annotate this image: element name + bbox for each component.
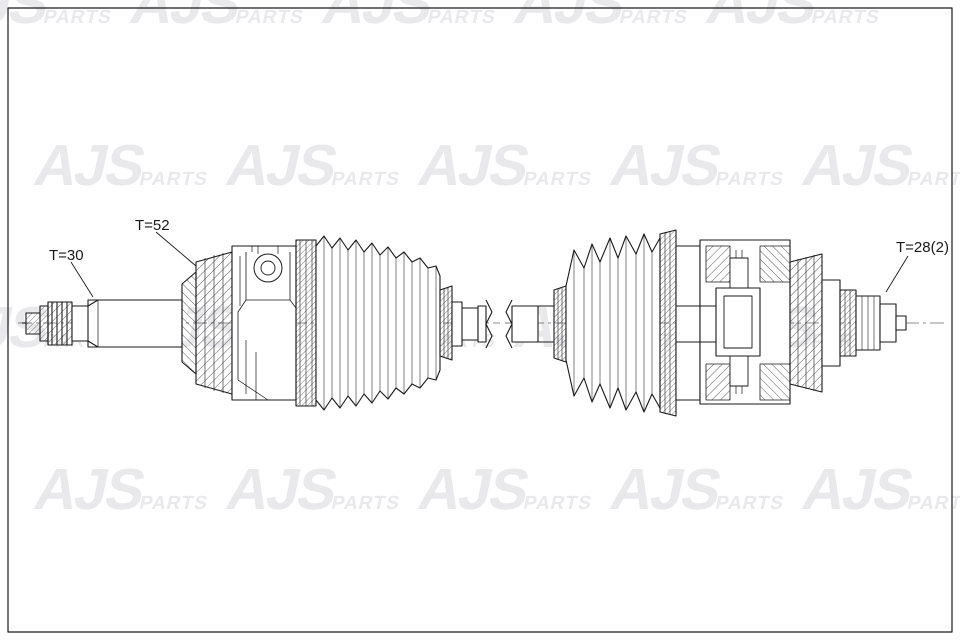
dimension-label-t28: T=28(2) xyxy=(896,239,949,256)
dimension-label-t30: T=30 xyxy=(49,247,84,264)
dimension-label-t52: T=52 xyxy=(135,217,170,234)
